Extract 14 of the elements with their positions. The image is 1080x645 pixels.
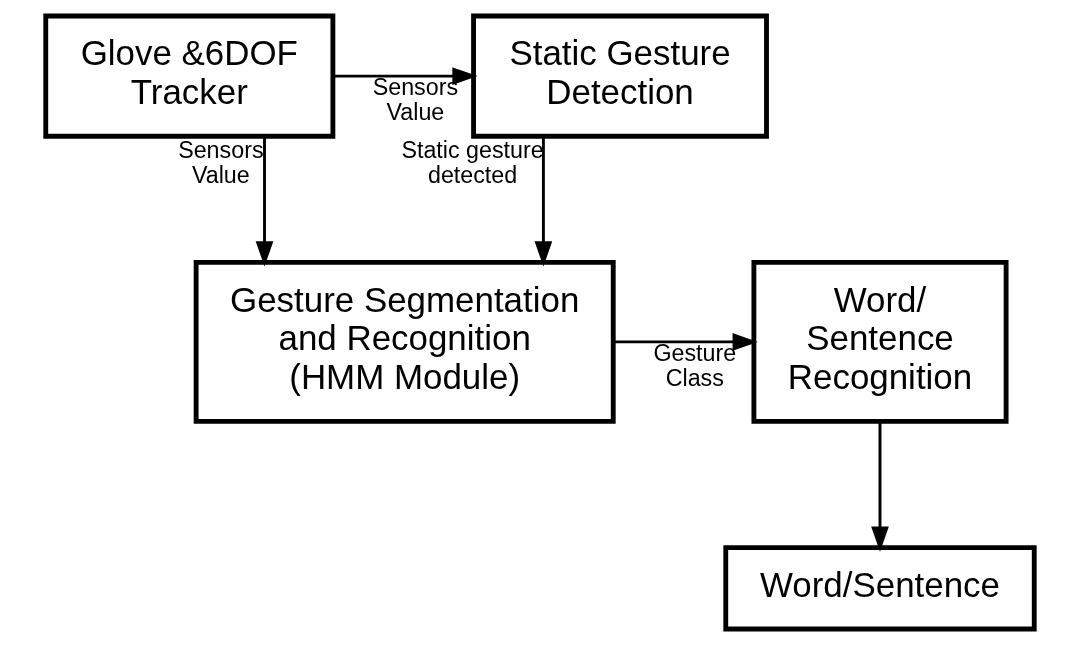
- edge-label: Gesture Class: [653, 339, 737, 391]
- arrow: [255, 136, 274, 267]
- node-box: Word/Sentence: [723, 545, 1037, 632]
- node-box: Word/ Sentence Recognition: [751, 259, 1009, 424]
- arrow: [871, 421, 889, 552]
- node-box: Glove &6DOF Tracker: [43, 13, 336, 139]
- node-box: Static Gesture Detection: [471, 13, 769, 139]
- arrow: [613, 333, 758, 351]
- arrow: [333, 67, 478, 85]
- edge-label: Sensors Value: [178, 136, 264, 188]
- node-box: Gesture Segmentation and Recognition (HMM Module): [193, 259, 616, 424]
- arrow: [534, 136, 553, 267]
- edge-label: Sensors Value: [372, 73, 459, 125]
- edge-label: Static gesture detected: [401, 136, 544, 188]
